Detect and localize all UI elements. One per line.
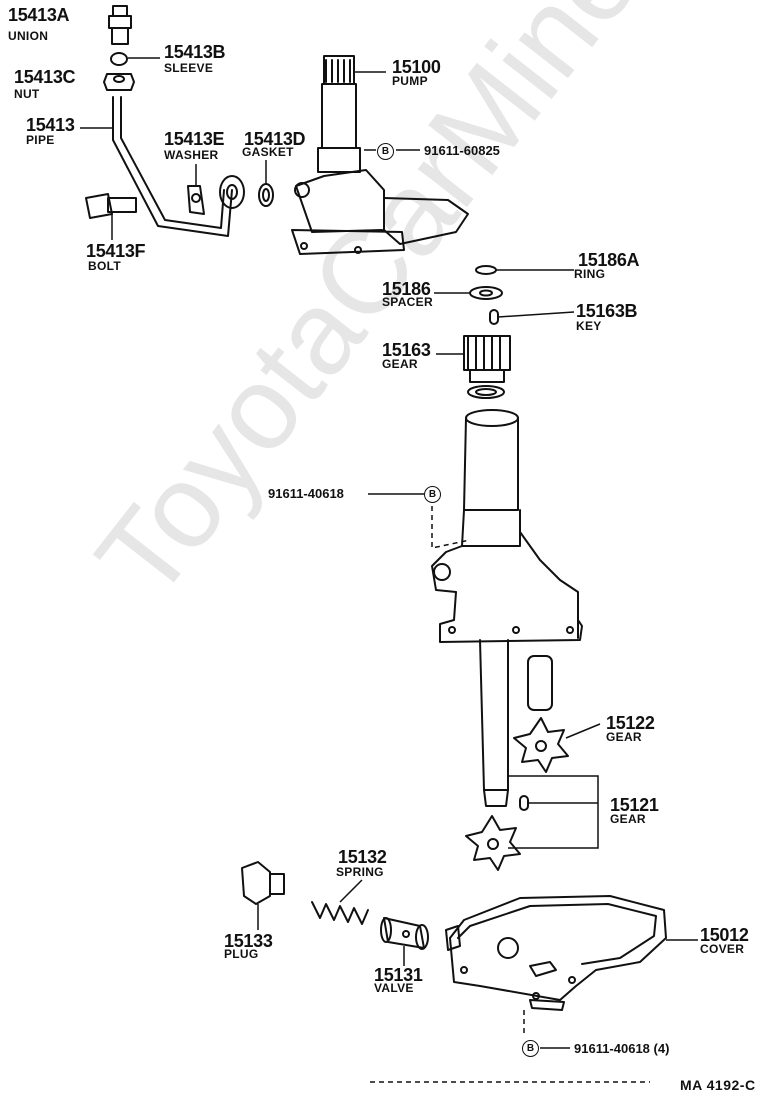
part-number-15163b: 15163B bbox=[576, 301, 638, 321]
part-number-15132: 15132 bbox=[338, 847, 387, 867]
part-name-washer: WASHER bbox=[164, 148, 219, 162]
part-name-gear-15163: GEAR bbox=[382, 357, 418, 371]
part-number-15186: 15186 bbox=[382, 279, 431, 299]
part-number-15131: 15131 bbox=[374, 965, 423, 985]
drive-rotor-part bbox=[513, 717, 569, 773]
nut-part bbox=[103, 73, 135, 91]
part-name-pipe: PIPE bbox=[26, 133, 55, 147]
part-name-pump: PUMP bbox=[392, 74, 428, 88]
part-name-cover: COVER bbox=[700, 942, 745, 956]
spring-part bbox=[311, 901, 369, 925]
key-part bbox=[489, 309, 499, 325]
union-part bbox=[108, 5, 132, 45]
pump-body-large bbox=[431, 409, 583, 807]
ring-part bbox=[475, 265, 497, 275]
sleeve-part bbox=[110, 52, 128, 66]
spacer-part bbox=[469, 286, 503, 300]
part-number-15413a: 15413A bbox=[8, 5, 70, 25]
dashed-bolt-line-1 bbox=[431, 506, 471, 549]
part-number-15413: 15413 bbox=[26, 115, 75, 135]
idler-shaft-part bbox=[527, 655, 553, 711]
bolt-ref-91611-60825: 91611-60825 bbox=[424, 143, 500, 158]
part-number-15012: 15012 bbox=[700, 925, 749, 945]
part-name-ring: RING bbox=[574, 267, 606, 281]
pump-assembly-small bbox=[291, 55, 469, 255]
part-name-union: UNION bbox=[8, 29, 49, 43]
part-name-nut: NUT bbox=[14, 87, 40, 101]
part-name-spring: SPRING bbox=[336, 865, 384, 879]
part-number-15413e: 15413E bbox=[164, 129, 225, 149]
leader-spring bbox=[339, 879, 363, 903]
rotor-pin-part bbox=[519, 795, 529, 811]
leader-gear-15122 bbox=[565, 723, 601, 739]
part-name-plug: PLUG bbox=[224, 947, 259, 961]
leader-key bbox=[497, 311, 575, 318]
bolt-marker-2: B bbox=[424, 486, 441, 503]
bolt-part bbox=[85, 193, 137, 219]
driven-rotor-part bbox=[465, 815, 521, 871]
part-number-15413b: 15413B bbox=[164, 42, 226, 62]
valve-part bbox=[380, 917, 429, 950]
part-name-valve: VALVE bbox=[374, 981, 414, 995]
part-number-15163: 15163 bbox=[382, 340, 431, 360]
plug-part bbox=[241, 861, 285, 905]
diagram-code: MA 4192-C bbox=[680, 1077, 756, 1093]
leader-gear-15121 bbox=[508, 775, 599, 849]
part-number-15100: 15100 bbox=[392, 57, 441, 77]
part-name-gasket: GASKET bbox=[242, 145, 294, 159]
banjo-part bbox=[219, 175, 245, 209]
part-name-key: KEY bbox=[576, 319, 602, 333]
bolt-marker-1: B bbox=[377, 143, 394, 160]
part-number-15413f: 15413F bbox=[86, 241, 146, 261]
drive-gear-part bbox=[463, 335, 511, 399]
part-number-15121: 15121 bbox=[610, 795, 659, 815]
washer-part bbox=[187, 185, 205, 215]
bolt-ref-91611-40618-x4: 91611-40618 (4) bbox=[574, 1041, 670, 1056]
part-name-sleeve: SLEEVE bbox=[164, 61, 214, 75]
bolt-marker-3: B bbox=[522, 1040, 539, 1057]
part-number-15186a: 15186A bbox=[578, 250, 640, 270]
part-name-spacer: SPACER bbox=[382, 295, 433, 309]
part-number-15413d: 15413D bbox=[244, 129, 306, 149]
part-number-15133: 15133 bbox=[224, 931, 273, 951]
part-name-gear-15122: GEAR bbox=[606, 730, 642, 744]
cover-part bbox=[445, 895, 667, 1011]
part-number-15413c: 15413C bbox=[14, 67, 76, 87]
part-name-gear-15121: GEAR bbox=[610, 812, 646, 826]
bolt-ref-91611-40618: 91611-40618 bbox=[268, 486, 344, 501]
part-name-bolt: BOLT bbox=[88, 259, 121, 273]
pipe-part bbox=[112, 96, 233, 237]
part-number-15122: 15122 bbox=[606, 713, 655, 733]
gasket-part bbox=[258, 183, 274, 207]
